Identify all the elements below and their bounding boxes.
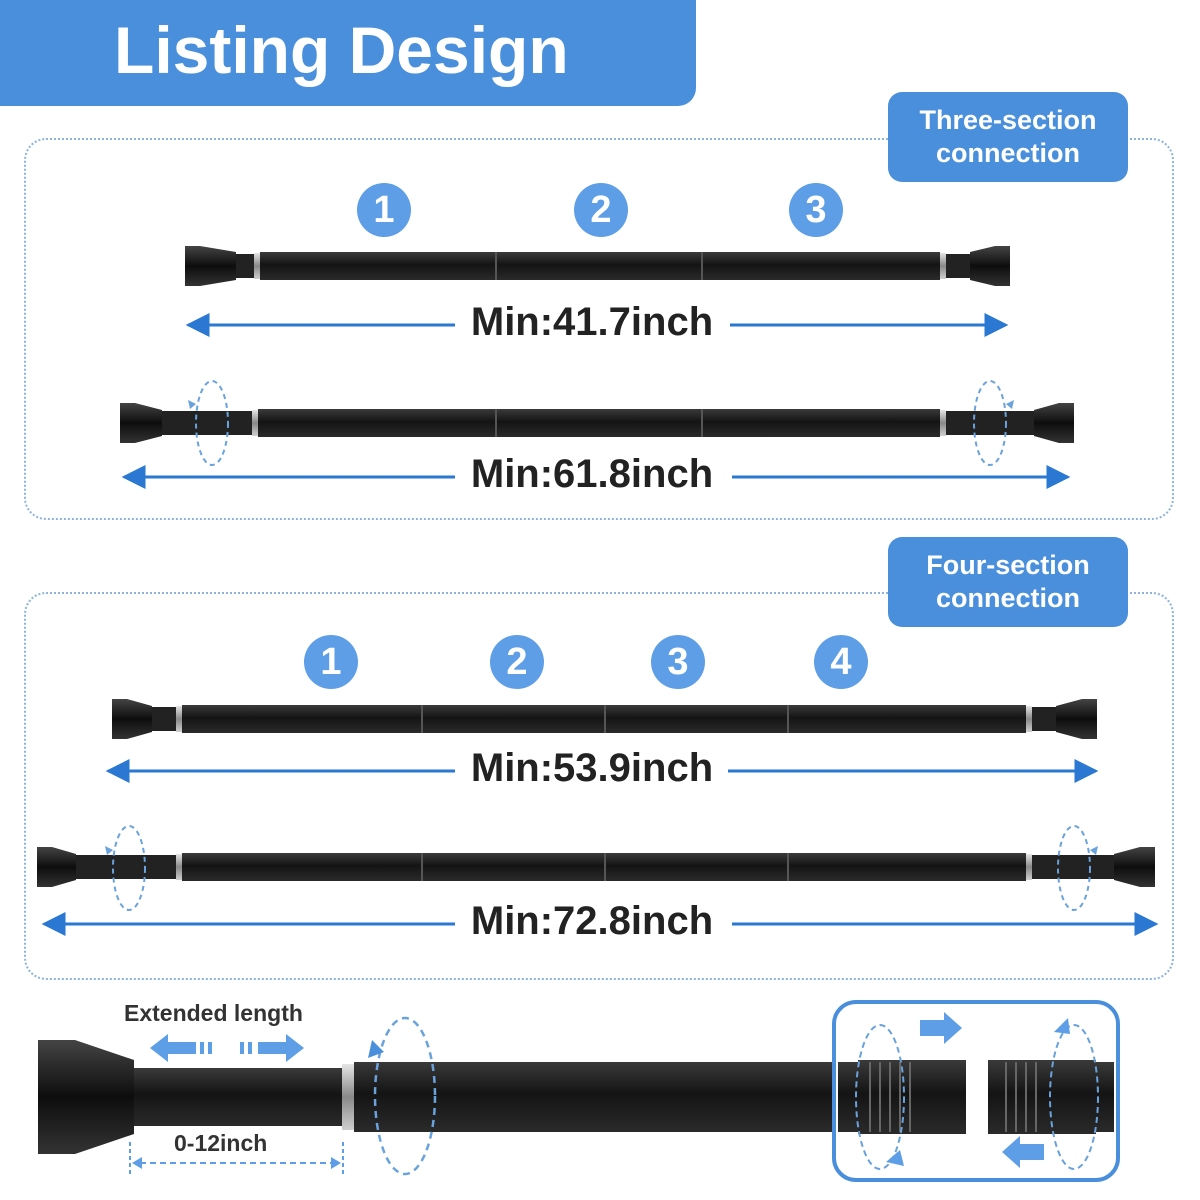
three-section-label-line2: connection [935,138,1080,168]
extended-length-label: Extended length [124,1000,303,1026]
range-label: 0-12inch [174,1130,268,1156]
four-section-badge-2: 2 [490,635,544,689]
four-section-label-line2: connection [935,583,1080,613]
four-section-badge-1: 1 [304,635,358,689]
four-section-label-line1: Four-section [926,550,1090,580]
four-section-badge-4: 4 [814,635,868,689]
four-section-label: Four-section connection [888,537,1128,627]
measure-three-long: Min:61.8inch [462,452,722,497]
four-section-badge-3: 3 [651,635,705,689]
measure-four-short: Min:53.9inch [462,746,722,791]
rod-closeup [38,1016,844,1176]
three-section-label: Three-section connection [888,92,1128,182]
connector-detail [832,1000,1120,1182]
three-section-badge-1: 1 [357,183,411,237]
page-title: Listing Design [114,13,569,87]
three-section-badge-2: 2 [574,183,628,237]
measure-four-long: Min:72.8inch [462,899,722,944]
four-section-panel [24,592,1174,980]
three-section-panel [24,138,1174,520]
rod-three-short [185,246,1010,286]
rod-three-long [120,380,1074,466]
rod-four-long [37,825,1155,911]
three-section-badge-3: 3 [789,183,843,237]
three-section-label-line1: Three-section [919,105,1097,135]
header-banner: Listing Design [0,0,696,106]
measure-three-short: Min:41.7inch [462,300,722,345]
rod-four-short [112,699,1097,739]
